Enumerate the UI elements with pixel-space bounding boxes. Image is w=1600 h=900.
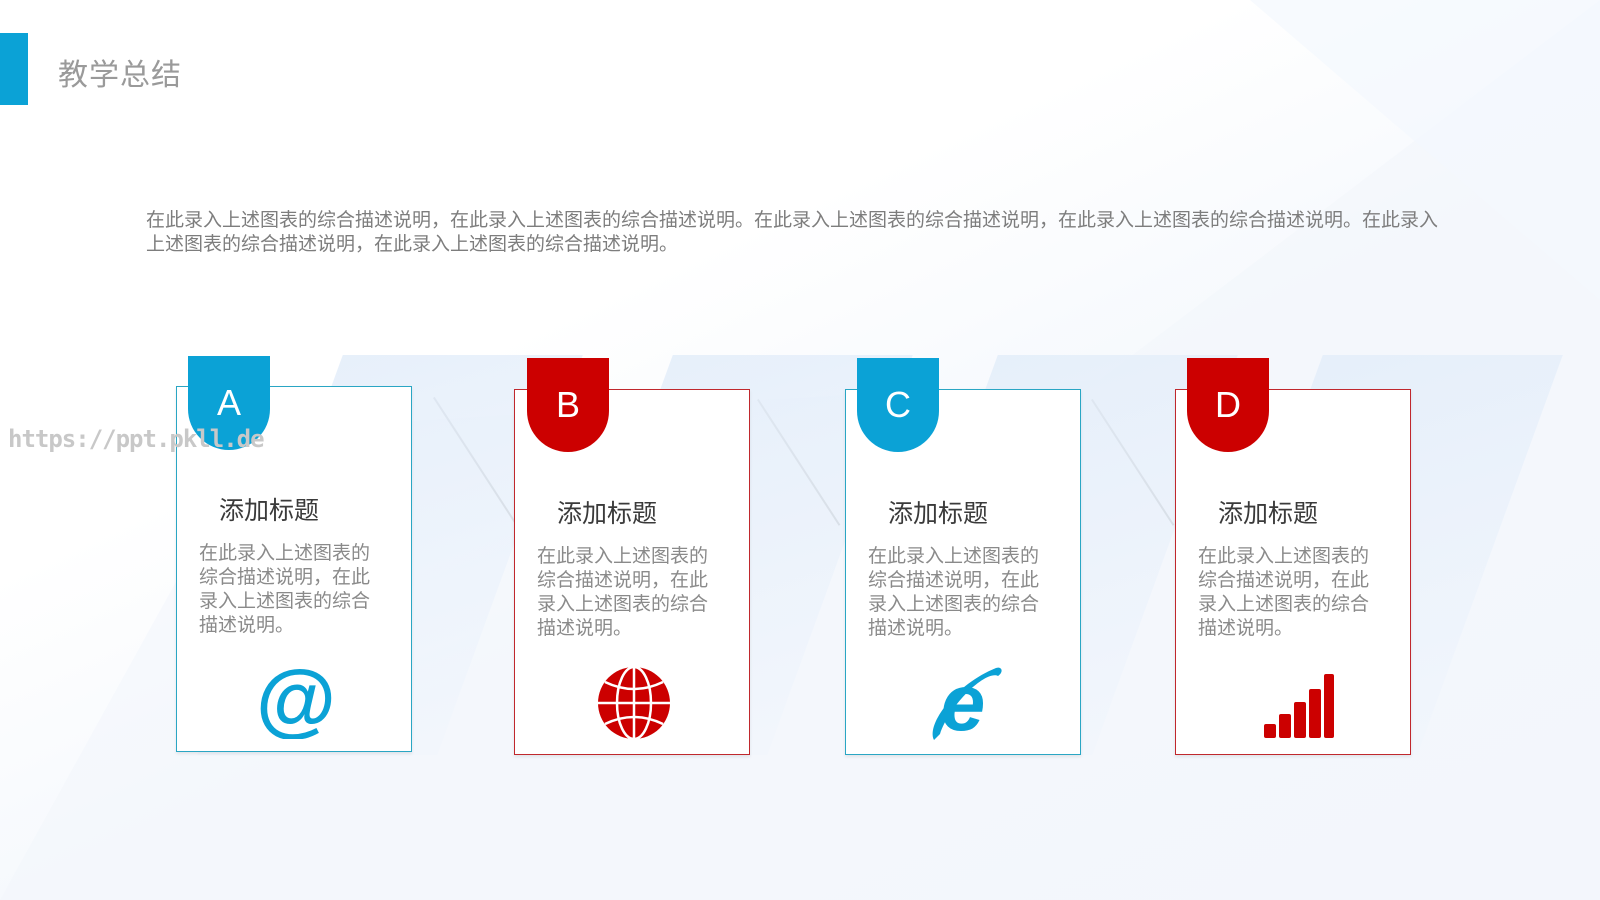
internet-explorer-icon: e	[926, 658, 1004, 747]
card-d-letter-tab: D	[1187, 358, 1269, 452]
card-description: 在此录入上述图表的综合描述说明，在此录入上述图表的综合描述说明。	[868, 545, 1040, 639]
card-description: 在此录入上述图表的综合描述说明，在此录入上述图表的综合描述说明。	[1198, 545, 1370, 639]
signal-bars-icon	[1256, 664, 1334, 742]
svg-text:e: e	[941, 664, 986, 742]
card-title: 添加标题	[1218, 499, 1319, 528]
intro-description: 在此录入上述图表的综合描述说明，在此录入上述图表的综合描述说明。在此录入上述图表…	[146, 209, 1439, 255]
card-description: 在此录入上述图表的综合描述说明，在此录入上述图表的综合描述说明。	[199, 542, 371, 636]
watermark: https://ppt.pkll.de	[8, 425, 265, 453]
at-sign-icon: @	[256, 654, 336, 745]
card-description: 在此录入上述图表的综合描述说明，在此录入上述图表的综合描述说明。	[537, 545, 709, 639]
globe-icon	[595, 664, 673, 742]
card-d: 添加标题 在此录入上述图表的综合描述说明，在此录入上述图表的综合描述说明。	[1175, 389, 1411, 755]
card-title: 添加标题	[888, 499, 989, 528]
card-b-letter-tab: B	[527, 358, 609, 452]
title-accent-bar	[0, 33, 28, 105]
page-title: 教学总结	[58, 58, 182, 93]
card-b: 添加标题 在此录入上述图表的综合描述说明，在此录入上述图表的综合描述说明。	[514, 389, 750, 755]
card-c-letter-tab: C	[857, 358, 939, 452]
card-title: 添加标题	[219, 496, 320, 525]
card-c: 添加标题 在此录入上述图表的综合描述说明，在此录入上述图表的综合描述说明。 e	[845, 389, 1081, 755]
card-title: 添加标题	[557, 499, 658, 528]
svg-text:@: @	[257, 661, 335, 739]
card-a-letter-tab: A	[188, 356, 270, 450]
